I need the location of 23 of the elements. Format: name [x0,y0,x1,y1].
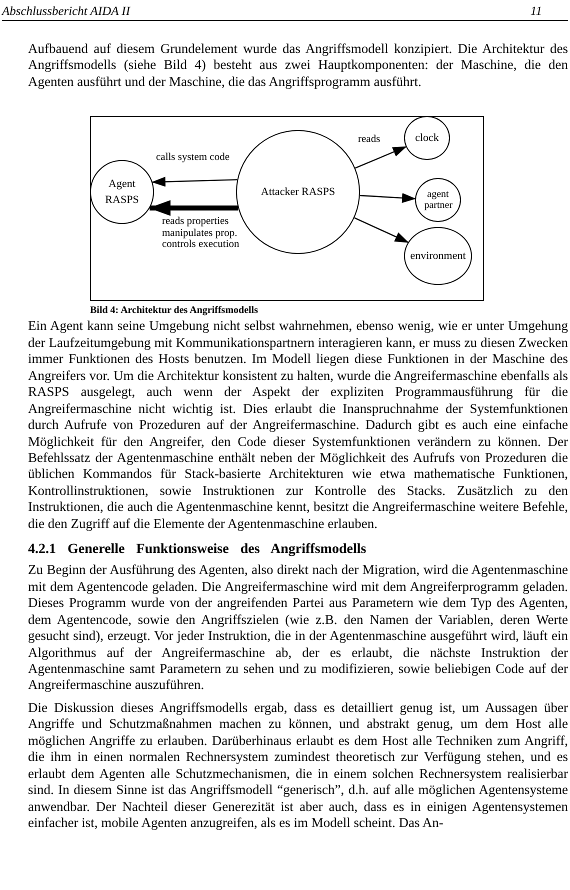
node-label: Agent RASPS [104,177,140,208]
edge-label: calls system code [156,152,230,164]
page-number: 11 [530,4,542,19]
node-label: Attacker RASPS [260,185,336,200]
section-heading: 4.2.1 Generelle Funktionsweise des Angriffsmodells [28,542,368,558]
node-label: agent partner [424,189,452,212]
paragraph: Zu Beginn der Ausführung des Agenten, also direkt nach der Migration, wird die Agentenmaschine mit dem Agentencode geladen. Die Angreifermaschine wird mit dem Angreiferprogramm geladen. Dieses Programm wurde von der angreifenden Partei aus Parametern wie dem Typ des Agenten, dem Agentencode, sowie den Angriffszielen (wie z.B. den Namen der Variablen, deren Werte gesucht sind), erzeugt. Vor jeder Instruktion, die in der Agentenmaschine ausgeführt wird, läuft ein Algorithmus auf der Angreifermaschine ab, der es erlaubt, die nächste Instruktion der Agentenmaschine samt Parametern zu sehen und zu modifizieren, sowie beliebigen Code auf der Angreifermaschine auszuführen. [28,562,568,694]
arrow [354,218,409,244]
node-label: clock [415,131,439,146]
edge-label: reads properties manipulates prop. controls execution [162,216,240,251]
node-label: environment [410,249,466,264]
arrow [148,200,238,216]
arrow [360,193,416,204]
arrow [151,177,238,188]
figure-caption: Bild 4: Architektur des Angriffsmodells [90,305,258,316]
circle-node [404,116,450,160]
arrow [354,146,407,170]
edge-label: reads [358,134,380,146]
paragraph: Die Diskussion dieses Angriffsmodells ergab, dass es detailliert genug ist, um Aussagen über Angriffe und Schutzmaßnahmen machen zu können, und abstrakt genug, um dem Host alle möglichen Angriffe zu erlauben. Darüberhinaus erlaubt es dem Host alle Techniken zum Angriff, die ihm in einen normalen Rechnersystem zumindest theoretisch zur Verfügung stehen, und es erlaubt dem Agenten alle Schutzmechanismen, die in einem solchen Rechnersystem realisierbar sind. In diesem Sinne ist das Angriffsmodell “generisch”, d.h. auf alle möglichen Agentensysteme anwendbar. Der Nachteil dieser Generezität ist aber auch, dass es in einigen Agentensystemen einfacher ist, mobile Agenten anzugreifen, als es im Modell scheint. Das An- [28,700,568,832]
circle-node [415,178,461,222]
running-header: Abschlussbericht AIDA II [2,4,130,19]
paragraph: Aufbauend auf diesem Grundelement wurde das Angriffsmodell konzipiert. Die Architektur des Angriffsmodells (siehe Bild 4) besteht aus zwei Hauptkomponenten: der Maschine, die den Agenten ausführt und der Maschine, die das Angriffsprogramm ausführt. [28,41,568,90]
paragraph: Ein Agent kann seine Umgebung nicht selbst wahrnehmen, ebenso wenig, wie er unter Umgehung der Laufzeitumgebung mit Kommunikationspartnern interagieren kann, er muss zu diesen Zwecken immer Funktionen des Hosts benutzen. Im Modell liegen diese Funktionen in der Maschine des Angreifers vor. Um die Architektur konsistent zu halten, wurde die Angreifermaschine ebenfalls als RASPS ausgelegt, auch wenn der Aspekt der expliziten Programmausführung für die Angreifermaschine nicht wichtig ist. Dies erlaubt die Inanspruchnahme der Systemfunktionen durch Aufrufe von Prozeduren auf der Angreifermaschine. Dadurch gibt es auch eine einfache Möglichkeit für den Angreifer, den Code dieser Systemfunktionen verändern zu können. Der Befehlssatz der Agentenmaschine enthält neben der Möglichkeit des Aufrufs von Prozeduren die üblichen Kommandos für Stack-basierte Architekturen wie etwa mathematische Funktionen, Kontrollinstruktionen, sowie Instruktionen zur Kontrolle des Stacks. Zusätzlich zu den Instruktionen, die auch die Agentenmaschine kennt, besitzt die Angreifermaschine weitere Befehle, die den Zugriff auf die Elemente der Agentenmaschine erlauben. [28,318,568,532]
